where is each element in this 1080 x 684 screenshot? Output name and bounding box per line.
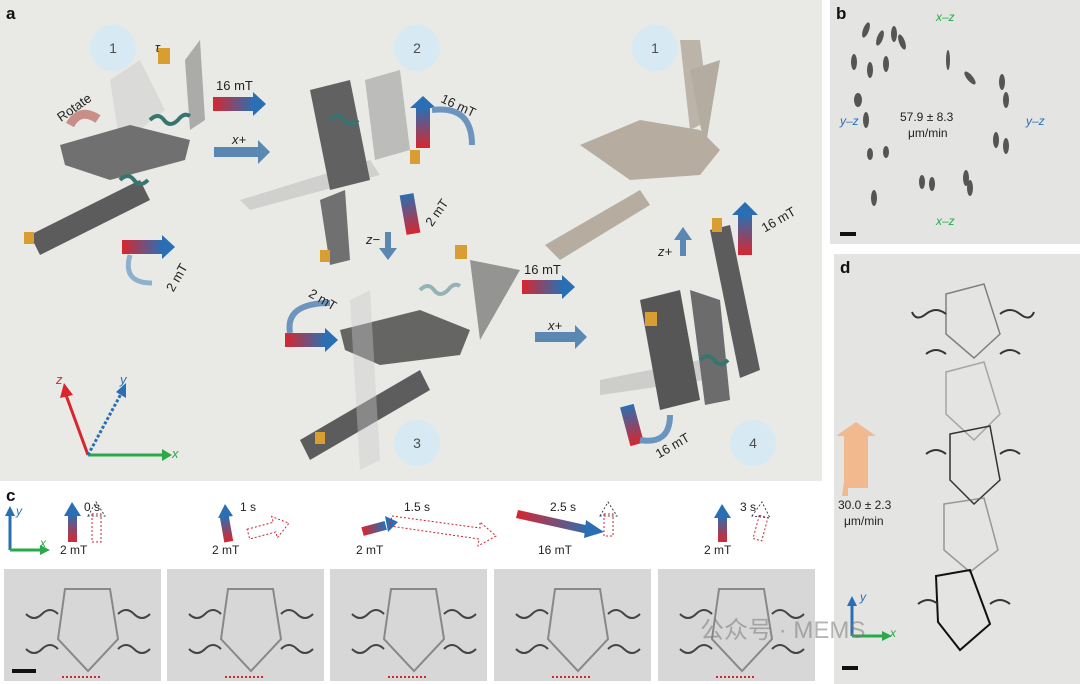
step-bubble-3: 3	[394, 420, 440, 466]
c-field-1p5s	[361, 515, 497, 547]
panel-d: d 30.0 ± 2.3 μm/min y x	[834, 254, 1080, 684]
z-plus-arrow	[674, 227, 692, 256]
panel-c-label: c	[6, 486, 16, 505]
panel-c-axes	[5, 506, 50, 555]
d-speed-value: 30.0 ± 2.3	[838, 498, 892, 512]
b-label-top: x–z	[936, 10, 955, 24]
robot-trajectory-dots	[840, 22, 1009, 236]
panel-a: a 1 2 1 3 4	[0, 0, 822, 481]
step-bubble-2: 2	[394, 25, 440, 71]
magnet-16mT-a1	[213, 92, 266, 116]
c-field-label-3: 16 mT	[538, 543, 573, 557]
x-plus-label-1: x+	[232, 132, 247, 147]
magnet-16mT-a2	[410, 96, 475, 148]
panel-d-label: d	[840, 258, 851, 277]
step-bubble-1: 1	[90, 25, 136, 71]
d-axis-x: x	[890, 626, 896, 640]
c-field-label-0: 2 mT	[60, 543, 88, 557]
c-time-3: 2.5 s	[550, 500, 577, 514]
b-label-bottom: x–z	[936, 214, 955, 228]
magnet-2mT-a3	[285, 300, 338, 352]
c-field-label-2: 2 mT	[356, 543, 384, 557]
magnet-16mT-a4b	[620, 403, 673, 447]
robot-step1	[24, 40, 205, 255]
c-time-0: 0 s	[84, 500, 101, 514]
c-frame-1s	[167, 569, 324, 681]
watermark: 公众号 · MEMS	[700, 617, 866, 644]
robot-step4	[600, 218, 760, 410]
c-axis-x: x	[40, 536, 46, 550]
c-time-1: 1 s	[240, 500, 257, 514]
b-label-left: y–z	[840, 114, 859, 128]
field-label-16mT-3: 16 mT	[524, 262, 561, 277]
axis-label-x: x	[172, 446, 179, 461]
panel-c-field-diagrams	[64, 501, 771, 547]
axis-triad	[60, 383, 172, 461]
step-bubble-4: 4	[730, 420, 776, 466]
c-field-0s	[64, 501, 106, 543]
robot-ghost	[545, 40, 720, 260]
b-label-right: y–z	[1026, 114, 1045, 128]
x-plus-arrow-1	[214, 140, 270, 164]
c-time-2: 1.5 s	[404, 500, 431, 514]
panel-b: b x–z y–z y–z x–z	[830, 0, 1080, 244]
magnet-2mT-a1	[122, 235, 175, 286]
panel-a-label: a	[6, 4, 16, 23]
step-bubble-1b: 1	[632, 25, 678, 71]
x-plus-arrow-2	[535, 325, 587, 349]
z-minus-arrow	[379, 232, 397, 260]
c-time-4: 3 s	[740, 500, 757, 514]
c-frame-2p5s	[494, 569, 651, 681]
c-field-label-1: 2 mT	[212, 543, 240, 557]
z-minus-label: z−	[366, 232, 381, 247]
c-field-label-4: 2 mT	[704, 543, 732, 557]
b-speed-value: 57.9 ± 8.3	[900, 110, 954, 124]
panel-b-label: b	[836, 4, 847, 23]
robot-illustrations	[24, 40, 760, 470]
x-plus-label-2: x+	[548, 318, 563, 333]
c-frame-0s	[4, 569, 161, 681]
panel-d-graphics	[836, 283, 1035, 670]
tau-label: τ	[155, 40, 160, 55]
robot-step3	[300, 245, 520, 470]
c-frame-1p5s	[330, 569, 487, 681]
c-frame-robots	[12, 588, 805, 678]
c-frame-3s	[658, 569, 815, 681]
c-field-1s	[218, 504, 290, 543]
b-speed-unit: μm/min	[908, 126, 948, 140]
magnet-16mT-a3	[522, 275, 575, 299]
axis-label-y: y	[120, 372, 127, 387]
d-speed-unit: μm/min	[844, 514, 884, 528]
robot-step2	[240, 70, 420, 265]
axis-label-z: z	[56, 372, 63, 387]
c-axis-y: y	[16, 504, 22, 518]
c-field-3s	[714, 501, 771, 542]
magnet-2mT-a2	[399, 193, 421, 235]
z-plus-label: z+	[658, 244, 673, 259]
c-field-2p5s	[516, 501, 618, 538]
field-label-16mT-1: 16 mT	[216, 78, 253, 93]
d-axis-y: y	[860, 590, 866, 604]
magnet-16mT-a4a	[732, 202, 758, 255]
